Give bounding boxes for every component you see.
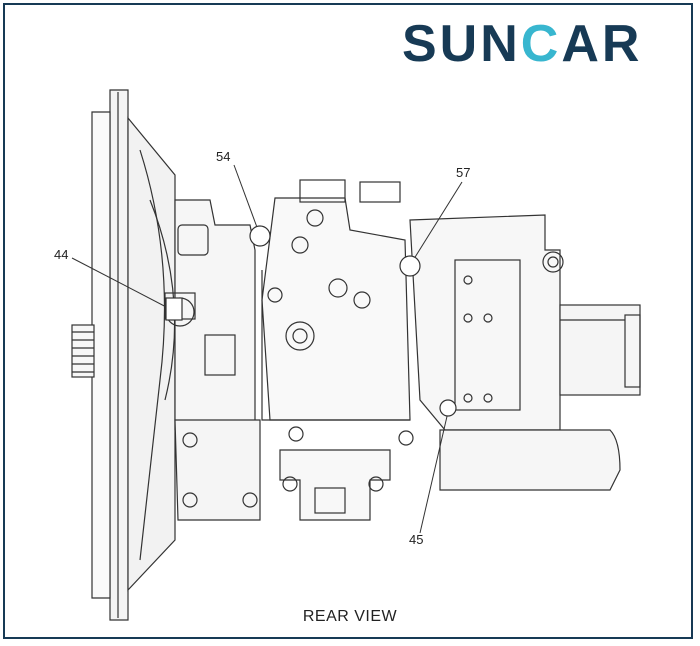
callout-57: 57 [456, 165, 471, 180]
callout-leaders [71, 164, 463, 534]
drive-shaft [71, 324, 95, 378]
callout-54: 54 [216, 149, 231, 164]
logo-text-ar: AR [561, 15, 643, 73]
lower-base [174, 419, 621, 521]
callout-44: 44 [54, 247, 69, 262]
right-housing [409, 214, 564, 431]
logo-text-sun: SUN [402, 15, 521, 73]
view-caption: REAR VIEW [302, 608, 398, 625]
logo-text-c: C [520, 15, 562, 73]
leader-45 [419, 411, 449, 534]
mounting-flange [91, 89, 176, 621]
callout-targets [165, 225, 457, 417]
leader-54 [233, 164, 259, 231]
valve-body [261, 179, 411, 421]
leader-44 [71, 257, 173, 311]
callout-45: 45 [409, 532, 424, 547]
leader-57 [411, 181, 463, 263]
rear-cylinder [559, 304, 641, 396]
